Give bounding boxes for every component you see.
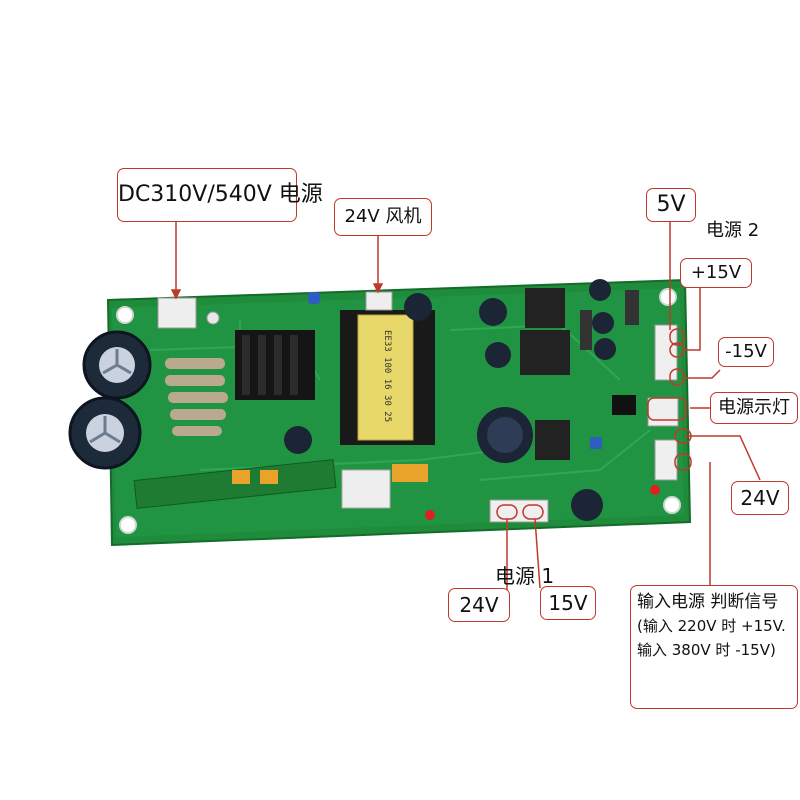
power-resistors — [165, 358, 228, 436]
power1-label: 电源 1 — [495, 564, 555, 588]
power2-label: 电源 2 — [706, 220, 760, 241]
bulk-capacitor — [82, 330, 152, 400]
output-connector — [654, 324, 678, 381]
bulk-capacitor — [68, 396, 142, 470]
minus15v-label: -15V — [718, 337, 774, 367]
plus15v-label: +15V — [680, 258, 752, 288]
note-line-2: (输入 220V 时 +15V. — [637, 617, 786, 635]
5v-label: 5V — [646, 188, 696, 222]
input-signal-note: 输入电源 判断信号 (输入 220V 时 +15V. 输入 380V 时 -15… — [630, 585, 798, 709]
transformer-marking: EE33 100 16 30 25 — [382, 330, 392, 422]
24v-right-label: 24V — [731, 481, 789, 515]
dc-input-connector — [157, 297, 197, 329]
note-line-3: 输入 380V 时 -15V) — [637, 641, 776, 659]
power-indicator-label: 电源示灯 — [710, 392, 798, 424]
fan-label: 24V 风机 — [334, 198, 432, 236]
15v-bottom-label: 15V — [540, 586, 596, 620]
filter-capacitor — [477, 407, 533, 463]
fan-connector — [365, 291, 393, 311]
24v-bottom-label: 24V — [448, 588, 510, 622]
note-line-1: 输入电源 判断信号 — [637, 592, 779, 612]
heatsink — [235, 330, 315, 400]
dc-input-label: DC310V/540V 电源 — [117, 168, 323, 222]
transformer: EE33 100 16 30 25 — [340, 310, 435, 445]
